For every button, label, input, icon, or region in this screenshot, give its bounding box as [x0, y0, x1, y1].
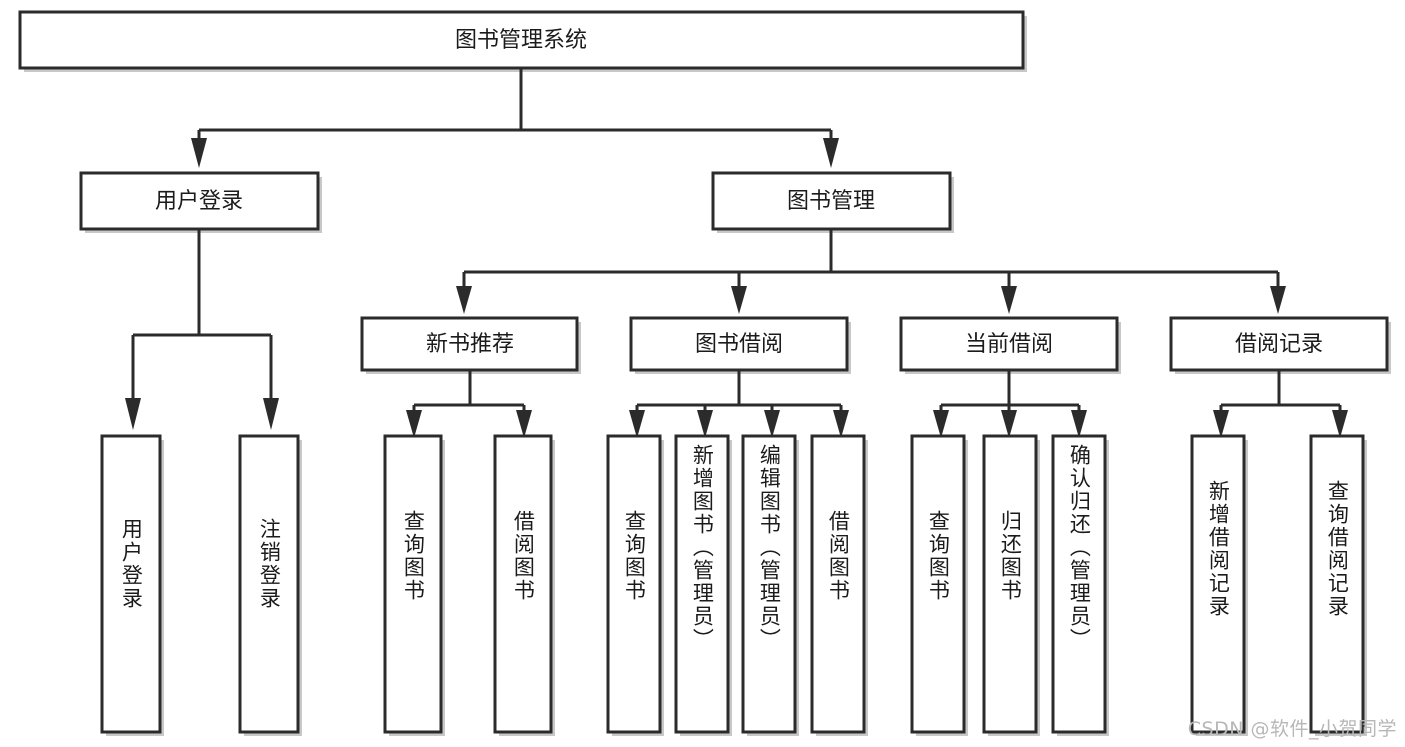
leaf-return-book-box [982, 434, 1038, 734]
leaf-query-record[interactable] [1309, 434, 1367, 736]
node-new-book-recommend[interactable]: 新书推荐 [360, 316, 581, 374]
node-root[interactable]: 图书管理系统 [18, 10, 1027, 72]
leaf-edit-book[interactable] [741, 434, 799, 736]
leaf-add-book-box [674, 434, 730, 734]
borrow-record-box [1169, 316, 1389, 372]
arrow-to-leaf-confirm-return [1071, 410, 1087, 438]
user-login-box [79, 171, 320, 231]
leaf-user-login-box [100, 434, 162, 734]
arrow-to-leaf-user-login [125, 398, 141, 430]
arrow-to-leaf-borrow-book-2 [833, 410, 849, 438]
leaf-add-record-box [1190, 434, 1246, 734]
arrow-to-book-manage [823, 138, 839, 168]
arrow-to-current-borrow [1001, 286, 1017, 314]
arrow-to-new-book-recommend [456, 286, 472, 314]
leaf-query-record-box [1309, 434, 1365, 734]
arrow-to-leaf-add-record [1213, 410, 1229, 438]
borrow-record-label: 借阅记录 [1235, 332, 1323, 357]
leaf-borrow-book-2[interactable] [810, 434, 868, 736]
leaf-query-book-1[interactable] [383, 434, 445, 736]
leaf-borrow-book-1[interactable] [493, 434, 555, 736]
arrow-to-leaf-query-book-1 [406, 410, 422, 438]
leaf-add-book[interactable] [674, 434, 732, 736]
leaf-query-book-2[interactable] [606, 434, 664, 736]
leaf-user-logout-box [238, 434, 300, 734]
root-label: 图书管理系统 [455, 28, 587, 53]
current-borrow-box [899, 316, 1119, 372]
node-borrow-record[interactable]: 借阅记录 [1169, 316, 1391, 374]
leaf-query-book-2-box [606, 434, 662, 734]
node-book-manage[interactable]: 图书管理 [711, 171, 954, 233]
arrow-to-leaf-query-book-3 [933, 410, 949, 438]
leaf-borrow-book-2-box [810, 434, 866, 734]
leaf-borrow-book-1-box [493, 434, 553, 734]
arrow-to-user-login [191, 138, 207, 168]
leaf-return-book[interactable] [982, 434, 1040, 736]
arrow-to-leaf-user-logout [263, 398, 279, 430]
leaf-query-book-3-box [910, 434, 966, 734]
node-book-borrow[interactable]: 图书借阅 [629, 316, 851, 374]
leaf-user-logout[interactable] [238, 434, 302, 736]
arrow-to-borrow-record [1270, 286, 1286, 314]
user-login-label: 用户登录 [155, 189, 243, 214]
leaf-query-book-3[interactable] [910, 434, 968, 736]
leaf-edit-book-box [741, 434, 797, 734]
new-book-recommend-box [360, 316, 579, 372]
arrow-to-leaf-query-book-2 [629, 410, 645, 438]
arrow-to-leaf-query-record [1332, 410, 1348, 438]
new-book-recommend-label: 新书推荐 [426, 332, 514, 357]
current-borrow-label: 当前借阅 [965, 332, 1053, 357]
leaf-query-book-1-box [383, 434, 443, 734]
arrow-to-leaf-add-book [697, 410, 713, 438]
node-user-login[interactable]: 用户登录 [79, 171, 322, 233]
arrow-to-leaf-edit-book [764, 410, 780, 438]
watermark-text: CSDN @软件_小贺同学 [1187, 718, 1397, 740]
arrow-to-leaf-return-book [1001, 410, 1017, 438]
book-manage-label: 图书管理 [787, 189, 875, 214]
book-borrow-label: 图书借阅 [695, 332, 783, 357]
arrow-to-leaf-borrow-book-1 [516, 410, 532, 438]
leaf-confirm-return[interactable] [1051, 434, 1109, 736]
leaf-confirm-return-box [1051, 434, 1107, 734]
root-box [18, 10, 1025, 70]
leaf-user-login[interactable] [100, 434, 164, 736]
node-current-borrow[interactable]: 当前借阅 [899, 316, 1121, 374]
leaf-add-record[interactable] [1190, 434, 1248, 736]
book-manage-box [711, 171, 952, 231]
arrow-to-book-borrow [731, 286, 747, 314]
